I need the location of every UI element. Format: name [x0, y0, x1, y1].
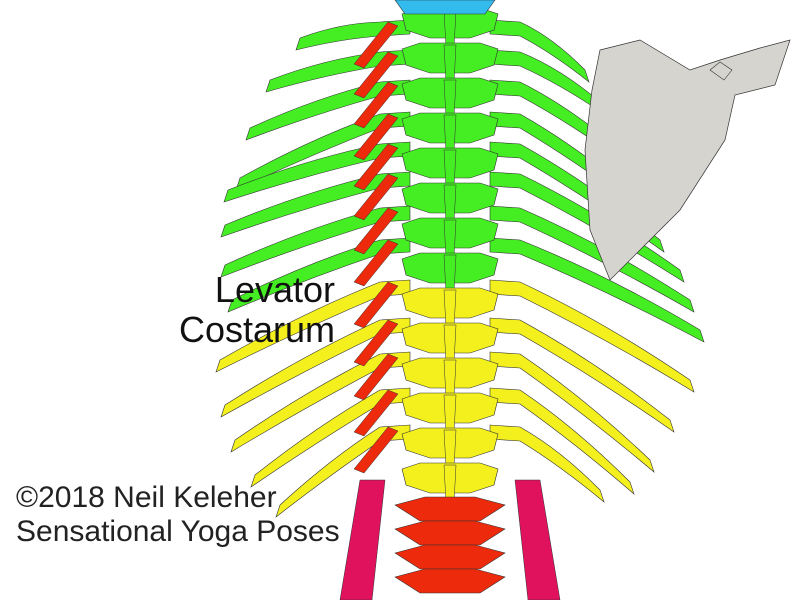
- spinous-process: [444, 430, 456, 468]
- label-line-2: Costarum: [150, 312, 335, 352]
- lumbar-vertebra: [395, 545, 505, 569]
- cervical-vertebra: [395, 0, 495, 14]
- right-rib: [490, 425, 604, 502]
- label-line-1: Levator: [150, 272, 335, 312]
- scapula-shape: [585, 40, 790, 280]
- spinous-process: [444, 80, 456, 118]
- right-side-muscle: [515, 480, 560, 600]
- copyright-credit: ©2018 Neil Keleher Sensational Yoga Pose…: [16, 483, 340, 551]
- left-side-muscle: [340, 480, 385, 600]
- vertebral-column: [395, 8, 505, 593]
- spinous-process: [444, 395, 456, 433]
- right-rib: [490, 318, 674, 432]
- lumbar-vertebra: [395, 569, 505, 593]
- lumbar-vertebra: [395, 497, 505, 521]
- spinous-process: [444, 185, 456, 223]
- spinous-process: [444, 360, 456, 398]
- spinous-process: [444, 45, 456, 83]
- spinous-process: [444, 255, 456, 293]
- right-rib: [490, 388, 634, 494]
- credit-line-2: Sensational Yoga Poses: [16, 517, 340, 551]
- lumbar-vertebra: [395, 521, 505, 545]
- spinous-process: [444, 115, 456, 153]
- spinous-process: [444, 325, 456, 363]
- spinous-process: [444, 10, 456, 48]
- right-rib: [490, 352, 654, 472]
- cervical-body: [395, 0, 495, 14]
- spinous-process: [444, 290, 456, 328]
- spinous-process: [444, 220, 456, 258]
- credit-line-1: ©2018 Neil Keleher: [16, 483, 340, 517]
- levator-costarum-label: Levator Costarum: [150, 272, 335, 352]
- scapula-icon: [585, 40, 790, 280]
- spinous-process: [444, 150, 456, 188]
